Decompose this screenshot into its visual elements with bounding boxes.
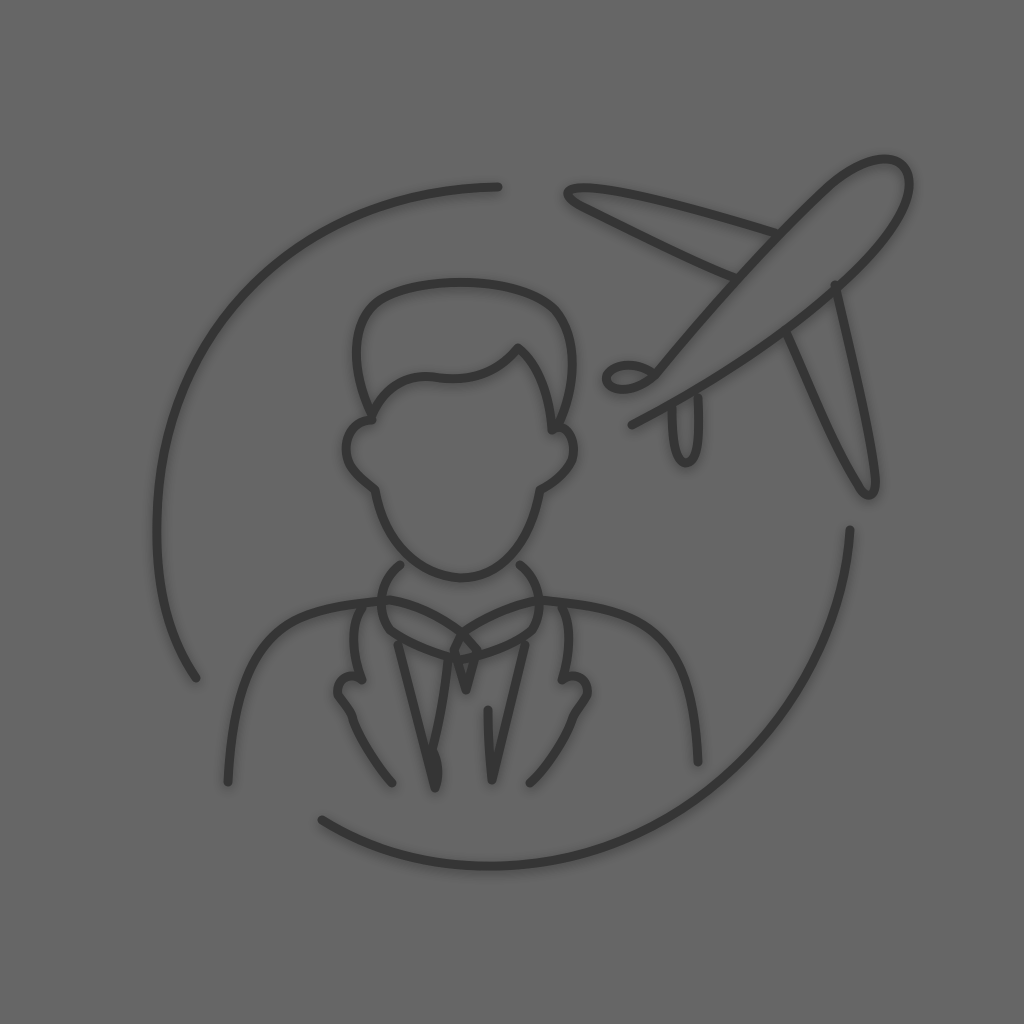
businessman-icon <box>223 277 703 793</box>
airplane-icon <box>563 154 914 500</box>
circle-arc-icon <box>152 182 855 871</box>
